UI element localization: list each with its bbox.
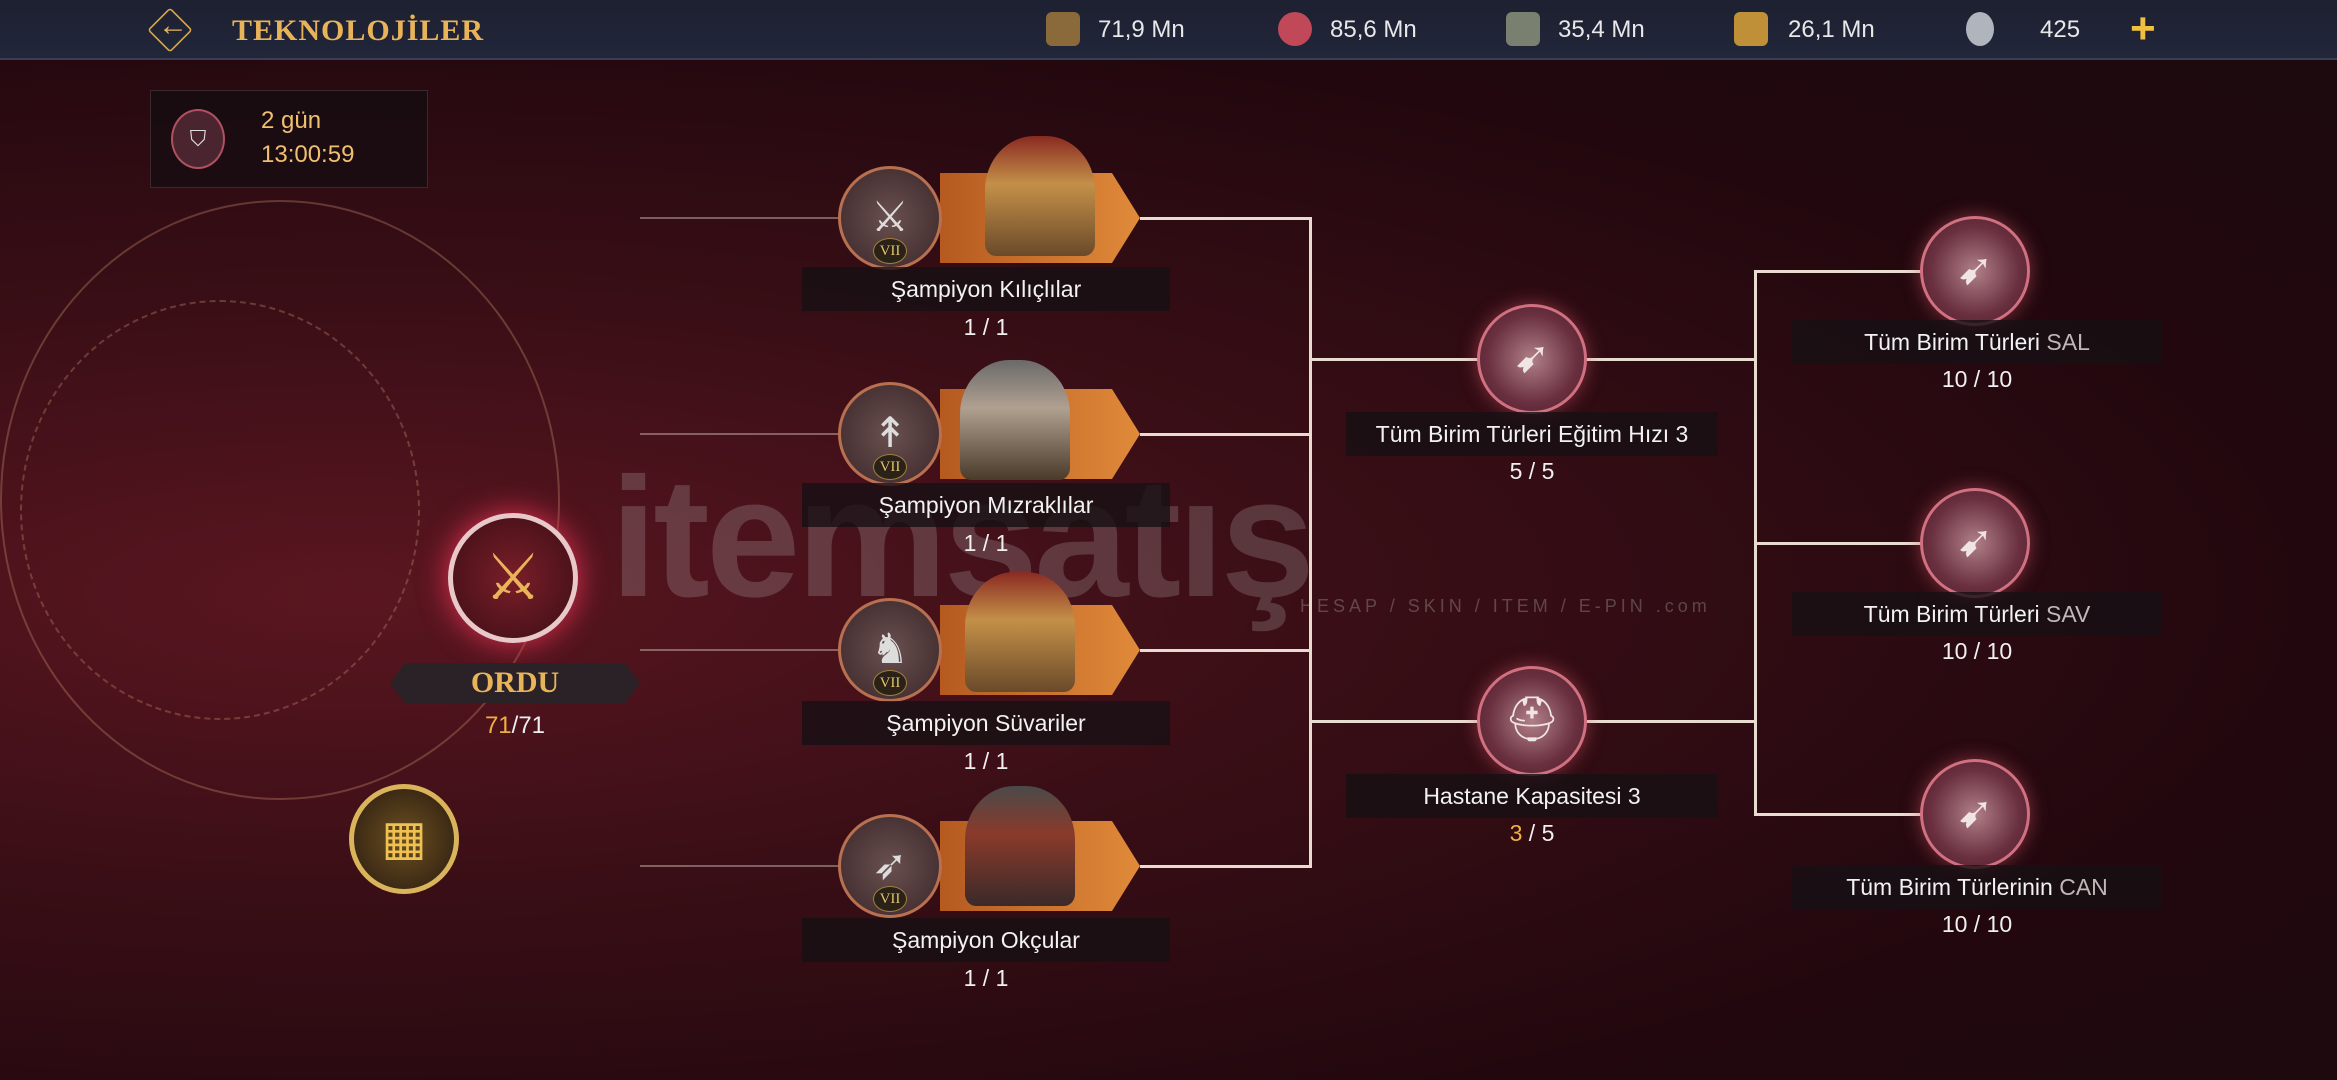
economy-category-button[interactable]: ▦ bbox=[349, 784, 459, 894]
wood-amount: 71,9 Mn bbox=[1098, 16, 1185, 43]
bow-star-icon: ➹ bbox=[1920, 759, 2030, 869]
rank-badge: VII bbox=[873, 238, 907, 264]
connector bbox=[640, 217, 840, 219]
category-label: ORDU bbox=[390, 663, 640, 703]
node-label: Şampiyon Okçular bbox=[802, 918, 1170, 962]
crossed-swords-icon: ⚔ bbox=[484, 541, 542, 613]
connector bbox=[1754, 542, 1974, 545]
army-category-button[interactable]: ⚔ bbox=[448, 513, 578, 643]
node-label: Hastane Kapasitesi 3 bbox=[1346, 774, 1718, 818]
node-progress: 1 / 1 bbox=[963, 965, 1009, 991]
timer-time: 13:00:59 bbox=[261, 141, 355, 168]
stone-amount: 35,4 Mn bbox=[1558, 16, 1645, 43]
shield-icon: ⛉ bbox=[171, 109, 225, 169]
connector bbox=[640, 649, 840, 651]
node-label: Şampiyon Mızraklılar bbox=[802, 483, 1170, 527]
bow-swords-icon: ➹ bbox=[1920, 216, 2030, 326]
gold-amount: 26,1 Mn bbox=[1788, 16, 1875, 43]
meat-icon bbox=[1278, 12, 1312, 46]
timer-days: 2 gün bbox=[261, 107, 322, 134]
node-progress: 5 / 5 bbox=[1509, 458, 1555, 484]
add-currency-button[interactable]: + bbox=[2130, 4, 2156, 53]
connector bbox=[1140, 433, 1310, 436]
node-progress: 1 / 1 bbox=[963, 314, 1009, 340]
top-bar bbox=[0, 0, 2337, 60]
node-progress: 10 / 10 bbox=[1941, 366, 2013, 392]
node-label: Şampiyon Kılıçlılar bbox=[802, 267, 1170, 311]
champion-portrait bbox=[965, 572, 1075, 692]
gold-bar-icon bbox=[1734, 12, 1768, 46]
orbit-ring bbox=[0, 200, 560, 800]
node-label: Tüm Birim Türleri Eğitim Hızı 3 bbox=[1346, 412, 1718, 456]
silver-coin-icon bbox=[1966, 12, 1994, 46]
node-label: Tüm Birim Türlerinin CAN bbox=[1792, 865, 2162, 909]
back-arrow-icon[interactable]: ← bbox=[158, 9, 188, 42]
champion-portrait bbox=[965, 786, 1075, 906]
food-amount: 85,6 Mn bbox=[1330, 16, 1417, 43]
bow-shield-icon: ➹ bbox=[1920, 488, 2030, 598]
rank-badge: VII bbox=[873, 886, 907, 912]
helmet-plus-icon: ⛑ bbox=[1477, 666, 1587, 776]
watermark-sub: HESAP / SKIN / ITEM / E-PIN .com bbox=[1300, 596, 1711, 616]
node-label: Tüm Birim Türleri SAV bbox=[1792, 592, 2162, 636]
rank-badge: VII bbox=[873, 454, 907, 480]
wood-icon bbox=[1046, 12, 1080, 46]
connector bbox=[1754, 270, 1974, 273]
connector bbox=[640, 865, 840, 867]
horse-icon: ♞ bbox=[838, 598, 942, 702]
timer-panel[interactable]: ⛉ 2 gün 13:00:59 bbox=[150, 90, 428, 188]
champion-portrait bbox=[960, 360, 1070, 480]
connector bbox=[1140, 865, 1310, 868]
connector bbox=[1140, 649, 1310, 652]
connector bbox=[1309, 217, 1312, 868]
connector bbox=[1140, 217, 1310, 220]
node-progress: 1 / 1 bbox=[963, 748, 1009, 774]
category-progress: 71/71 bbox=[484, 712, 546, 739]
node-progress: 1 / 1 bbox=[963, 530, 1009, 556]
node-progress: 10 / 10 bbox=[1941, 638, 2013, 664]
gold-bars-icon: ▦ bbox=[381, 812, 427, 865]
page-title: TEKNOLOJİLER bbox=[232, 14, 485, 47]
orbit-ring bbox=[20, 300, 420, 720]
stone-icon bbox=[1506, 12, 1540, 46]
coin-amount: 425 bbox=[2040, 16, 2081, 43]
node-progress: 3 / 5 bbox=[1509, 820, 1555, 846]
rank-badge: VII bbox=[873, 670, 907, 696]
connector bbox=[1754, 813, 1974, 816]
connector bbox=[640, 433, 840, 435]
node-progress: 10 / 10 bbox=[1941, 911, 2013, 937]
node-label: Şampiyon Süvariler bbox=[802, 701, 1170, 745]
node-label: Tüm Birim Türleri SAL bbox=[1792, 320, 2162, 364]
champion-portrait bbox=[985, 136, 1095, 256]
bow-swords-icon: ➹ bbox=[1477, 304, 1587, 414]
